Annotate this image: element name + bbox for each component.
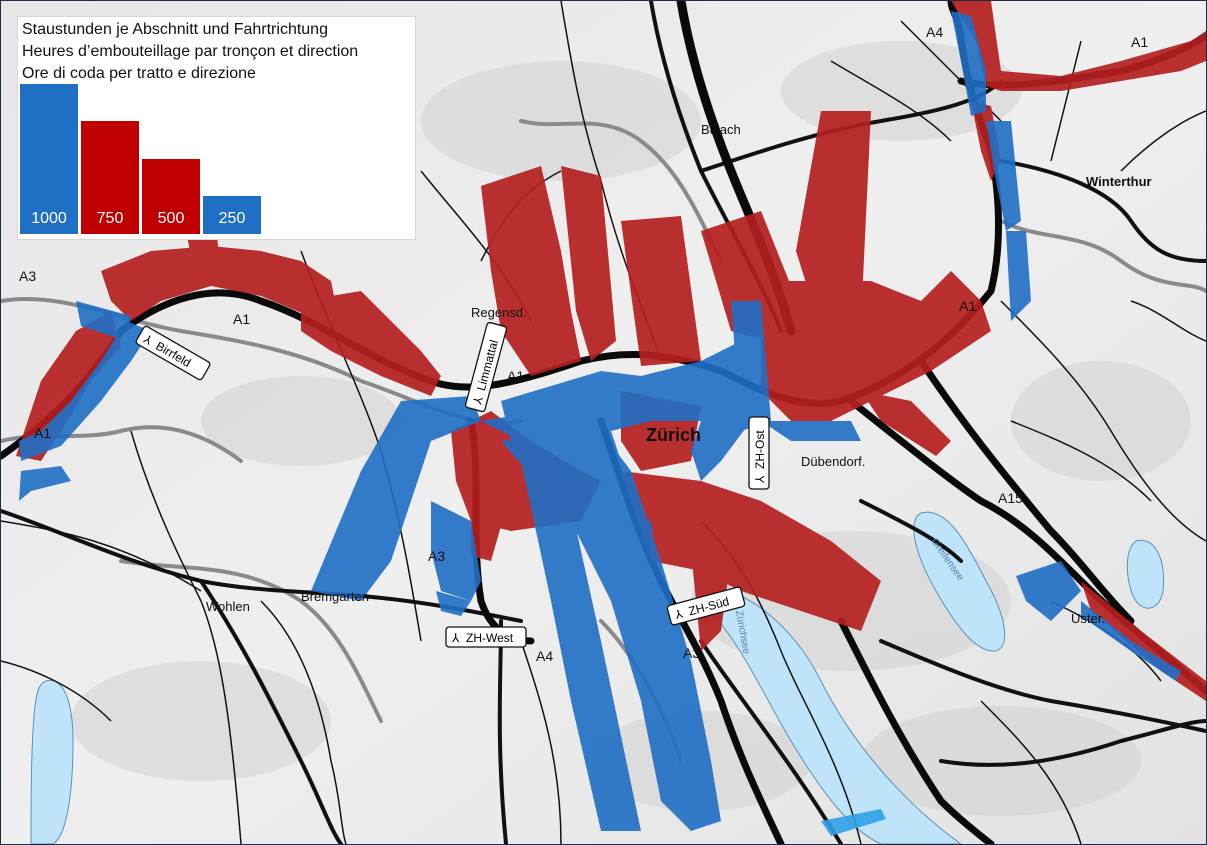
legend-title-de: Staustunden je Abschnitt und Fahrtrichtu… (22, 21, 328, 38)
lakes (30, 511, 1165, 844)
interchange-zh-ost[interactable]: ⅄ ZH-Ost (748, 416, 770, 490)
label-bulach: Bülach (701, 122, 741, 137)
motorway-a15: A15 (998, 490, 1023, 506)
motorway-a4-south: A4 (536, 648, 553, 664)
legend-bar-250: 250 (203, 196, 261, 234)
motorway-a4-ne: A4 (926, 24, 943, 40)
interchange-zh-west[interactable]: ⅄ ZH-West (445, 626, 527, 648)
label-winterthur: Winterthur (1086, 174, 1152, 189)
label-dubendorf: Dübendorf. (801, 454, 865, 469)
interchange-zh-west-label: ZH-West (466, 631, 514, 645)
motorway-a1-west: A1 (233, 311, 250, 327)
legend-bar-750: 750 (81, 121, 139, 234)
zurichsee (699, 595, 962, 844)
label-bremgarten: Bremgarten (301, 589, 369, 604)
legend-bar-500: 500 (142, 159, 200, 234)
legend-title-fr: Heures d’embouteillage par tronçon et di… (22, 43, 359, 60)
motorway-a1-ne: A1 (1131, 34, 1148, 50)
motorway-a3-zurich: A3 (683, 645, 700, 661)
legend-bar-label: 250 (218, 210, 246, 227)
motorway-labels: A1 A1 A1 A1 A1 A3 A3 A3 A4 A4 A15 (19, 24, 1148, 664)
interchange-zh-ost-label: ZH-Ost (753, 430, 767, 469)
legend-title-it: Ore di coda per tratto e direzione (22, 65, 256, 82)
legend-bar-label: 500 (157, 210, 185, 227)
interchange-limmattal[interactable]: ⅄ Limmattal (464, 321, 508, 413)
greifensee (913, 511, 1006, 652)
label-regensdorf: Regensd. (471, 305, 527, 320)
interchange-birrfeld[interactable]: ⅄ Birrfeld (135, 325, 211, 381)
interchange-icon: ⅄ (753, 475, 767, 484)
terrain-shading (71, 41, 1191, 816)
label-uster: Uster. (1071, 611, 1105, 626)
hallwilersee (30, 679, 74, 844)
legend-bar-label: 1000 (31, 210, 67, 227)
pfaffikersee (1126, 539, 1165, 609)
motorway-a3-south: A3 (428, 548, 445, 564)
label-zurich: Zürich (646, 425, 701, 445)
interchange-icon: ⅄ (451, 631, 460, 645)
label-wohlen: Wohlen (206, 599, 250, 614)
legend-bar-label: 750 (96, 210, 124, 227)
legend-bar-1000: 1000 (20, 84, 78, 234)
congestion-blue (19, 11, 1181, 836)
motorway-a1-mid: A1 (507, 368, 524, 384)
motorway-a1-east: A1 (959, 298, 976, 314)
legend: Staustunden je Abschnitt und Fahrtrichtu… (17, 16, 416, 240)
motorway-a3-west: A3 (19, 268, 36, 284)
motorway-a1-nw: A1 (34, 425, 51, 441)
